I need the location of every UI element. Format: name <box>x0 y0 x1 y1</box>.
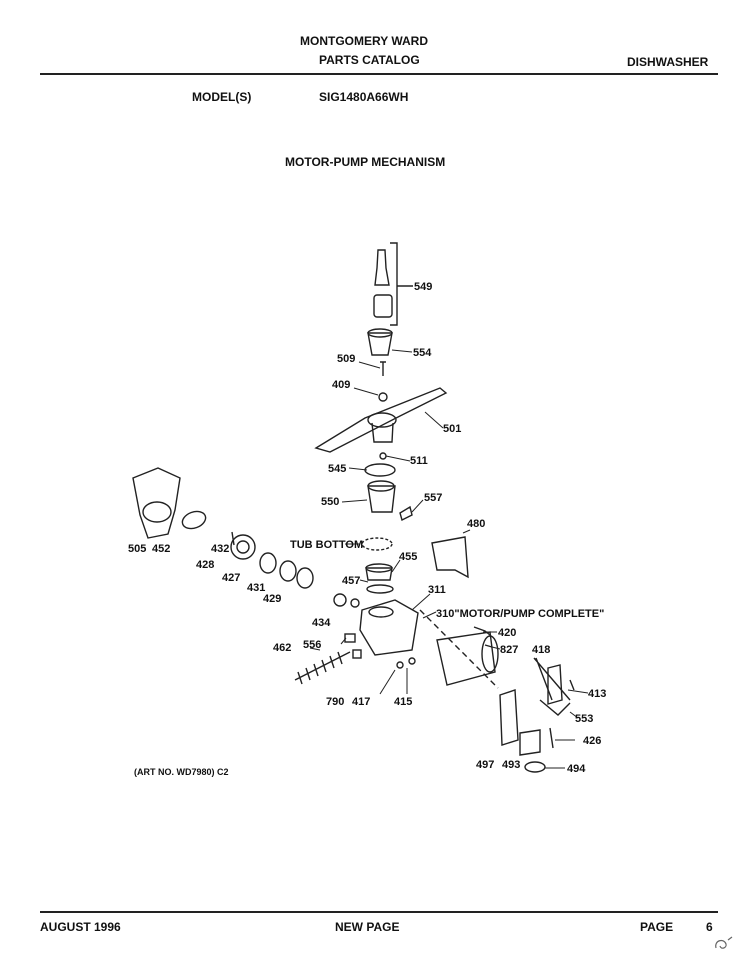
part-418-bracket <box>547 664 563 705</box>
part-550-hub <box>367 485 396 513</box>
callout-556: 556 <box>303 639 321 651</box>
callout-432: 432 <box>211 543 229 555</box>
tub-bottom-gasket <box>361 537 393 551</box>
part-556-fitting <box>344 633 356 643</box>
callout-497: 497 <box>476 759 494 771</box>
part-557-tab <box>399 505 413 522</box>
part-409-washer <box>378 392 388 402</box>
model-value: SIG1480A66WH <box>319 90 409 104</box>
callout-790: 790 <box>326 696 344 708</box>
part-452-ring <box>181 510 207 530</box>
callout-417: 417 <box>352 696 370 708</box>
part-427-seal <box>259 552 277 574</box>
callout-418: 418 <box>532 644 550 656</box>
callout-420: 420 <box>498 627 516 639</box>
part-434-bolt <box>333 593 347 607</box>
section-title: MOTOR-PUMP MECHANISM <box>285 155 446 169</box>
part-549-sleeve <box>373 294 393 318</box>
part-509-screw <box>380 361 386 376</box>
callout-413: 413 <box>588 688 606 700</box>
callout-429: 429 <box>263 593 281 605</box>
callout-434: 434 <box>312 617 331 629</box>
callout-310: 310"MOTOR/PUMP COMPLETE" <box>436 608 604 620</box>
part-480-shield <box>431 536 469 579</box>
part-429-disc <box>296 567 314 589</box>
callout-311: 311 <box>428 584 446 596</box>
handwritten-mark <box>712 934 736 957</box>
part-431-ring <box>279 560 297 582</box>
callout-415: 415 <box>394 696 412 708</box>
callout-554: 554 <box>413 347 432 359</box>
callout-827: 827 <box>500 644 518 656</box>
part-494-pad <box>524 761 546 773</box>
callout-550: 550 <box>321 496 339 508</box>
part-420-wire <box>473 626 491 636</box>
callout-428: 428 <box>196 559 214 571</box>
footer-page-number: 6 <box>706 920 713 934</box>
part-428-impeller <box>230 534 256 560</box>
footer-rule <box>40 911 718 913</box>
part-549-nozzle <box>374 249 390 286</box>
part-505-housing <box>132 467 181 539</box>
callout-409: 409 <box>332 379 350 391</box>
category-label: DISHWASHER <box>627 55 709 69</box>
callout-494: 494 <box>567 763 586 775</box>
callout-509: 509 <box>337 353 355 365</box>
callout-431: 431 <box>247 582 265 594</box>
catalog-title: PARTS CATALOG <box>319 53 420 67</box>
callout-427: 427 <box>222 572 240 584</box>
part-554-nut <box>367 332 393 356</box>
callout-457: 457 <box>342 575 360 587</box>
part-455-collar <box>365 567 393 581</box>
part-827-clip <box>484 644 493 648</box>
callout-480: 480 <box>467 518 485 530</box>
art-number: (ART NO. WD7980) C2 <box>134 767 229 777</box>
callout-tub-bottom: TUB BOTTOM <box>290 539 363 551</box>
callout-455: 455 <box>399 551 417 563</box>
part-426-pin <box>549 727 554 749</box>
footer-page-label: PAGE <box>640 920 674 934</box>
part-457-ring <box>366 584 394 594</box>
footer-status: NEW PAGE <box>335 920 400 934</box>
callout-426: 426 <box>583 735 601 747</box>
callout-505: 505 <box>128 543 146 555</box>
part-549-bracket <box>390 242 413 326</box>
callout-545: 545 <box>328 463 346 475</box>
part-310-motor <box>436 631 496 686</box>
header-rule <box>40 73 718 75</box>
callout-553: 553 <box>575 713 593 725</box>
part-497-plate <box>499 689 519 746</box>
model-label: MODEL(S) <box>192 90 252 104</box>
callout-511: 511 <box>410 455 428 467</box>
part-493-switch <box>519 729 541 756</box>
footer-date: AUGUST 1996 <box>40 920 121 934</box>
brand-title: MONTGOMERY WARD <box>300 34 428 48</box>
part-790-plug <box>352 649 362 659</box>
part-553-fastener <box>539 699 571 716</box>
callout-501: 501 <box>443 423 461 435</box>
callout-549: 549 <box>414 281 432 293</box>
part-501-spray-arm <box>314 387 448 453</box>
callout-462: 462 <box>273 642 291 654</box>
callout-557: 557 <box>424 492 442 504</box>
callout-452: 452 <box>152 543 170 555</box>
part-545-ring <box>364 463 396 477</box>
part-511-clip <box>379 452 387 460</box>
part-462-spring <box>294 651 351 685</box>
callout-493: 493 <box>502 759 520 771</box>
part-311-pump-body <box>359 599 419 656</box>
